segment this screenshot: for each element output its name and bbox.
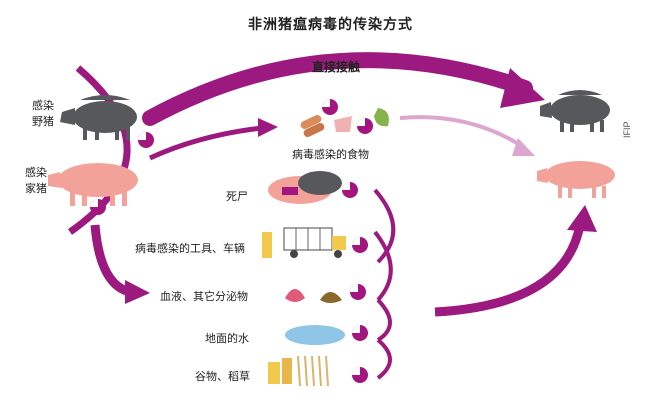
target-domestic-pig-icon (537, 161, 615, 198)
source-wild-boar-label: 感染 野猪 (32, 100, 54, 128)
grain-icon (268, 355, 368, 387)
food-to-pig-arrow (399, 115, 535, 156)
infected-food-label: 病毒感染的食物 (292, 149, 369, 161)
virus-icon (90, 199, 106, 215)
source-domestic-pig-label: 感染 家猪 (25, 167, 47, 195)
source-item-tools-vehicles: 病毒感染的工具、车辆 (135, 243, 245, 255)
indirect-bracket (373, 188, 396, 380)
source-item-carcass: 死尸 (226, 191, 248, 203)
virus-icon (138, 132, 154, 148)
source-item-grain-straw: 谷物、稻草 (195, 371, 250, 383)
wild-boar-icon (60, 95, 137, 140)
target-wild-boar-icon (540, 90, 610, 132)
source-item-blood-secretions: 血液、其它分泌物 (160, 291, 248, 303)
down-arrow (90, 224, 150, 304)
direct-contact-arrow (142, 52, 545, 126)
blood-icon (285, 284, 366, 303)
water-icon (285, 325, 368, 345)
carcass-icon (268, 171, 358, 204)
source-item-ground-water: 地面的水 (205, 333, 249, 345)
infected-food-icon (300, 99, 389, 137)
vehicle-icon (262, 227, 368, 258)
diagram-title: 非洲猪瘟病毒的传染方式 (248, 16, 413, 32)
direct-contact-label: 直接接触 (312, 60, 361, 74)
food-arrow (148, 118, 278, 161)
indirect-to-pig-arrow (434, 205, 597, 317)
credit-label: IFIP (622, 121, 632, 138)
domestic-pig-icon (48, 163, 138, 206)
